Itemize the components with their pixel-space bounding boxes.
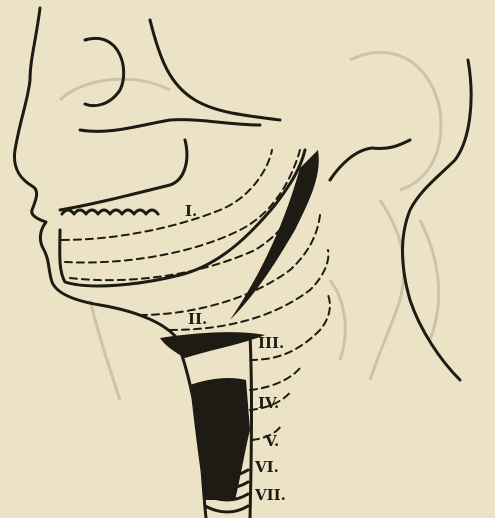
- skull-back-outline: [403, 60, 472, 380]
- cheek-curve: [150, 20, 280, 120]
- label-level-5: V.: [264, 432, 279, 450]
- mastoid-curve: [330, 140, 410, 180]
- neck-back-inner: [250, 335, 252, 518]
- label-level-7: VII.: [254, 486, 286, 504]
- maxilla-line: [60, 140, 187, 210]
- label-level-6: VI.: [254, 458, 279, 476]
- teeth-row: [62, 210, 158, 214]
- pharynx-shadow: [230, 150, 319, 320]
- label-level-3: III.: [258, 334, 284, 352]
- zygomatic-line: [80, 120, 260, 132]
- orbit-curve: [85, 38, 124, 105]
- label-level-1: I.: [185, 202, 197, 220]
- label-level-4: IV.: [258, 394, 279, 412]
- label-level-2: II.: [188, 310, 207, 328]
